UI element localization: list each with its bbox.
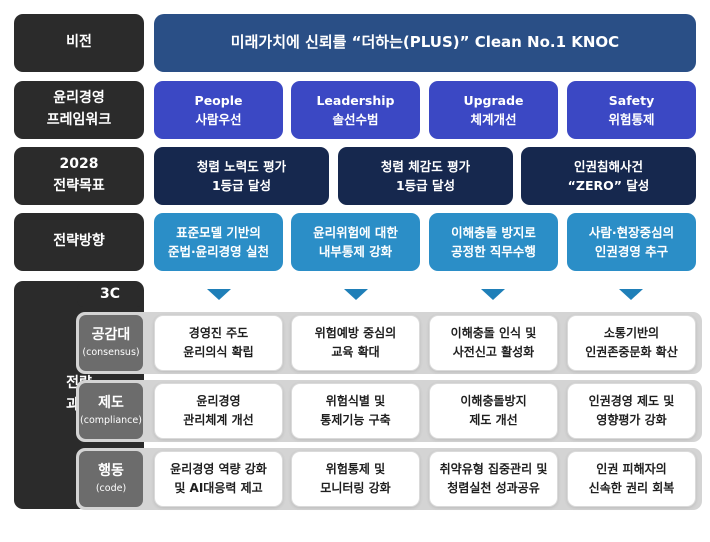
arrow-down-icon	[619, 289, 643, 300]
direction-line-1: 표준모델 기반의	[176, 224, 261, 240]
task-line-1: 인권 피해자의	[596, 462, 667, 477]
framework-label: 윤리경영 프레임워크	[14, 81, 144, 139]
framework-title: Safety	[608, 92, 655, 108]
direction-line-1: 윤리위험에 대한	[313, 224, 398, 240]
task-line-1: 위험식별 및	[325, 394, 386, 409]
task-cell: 위험식별 및 통제기능 구축	[291, 383, 420, 439]
task-line-2: 통제기능 구축	[320, 413, 391, 427]
task-line-1: 이해충돌 인식 및	[450, 326, 537, 341]
direction-line-2: 준법·윤리경영 실천	[167, 244, 270, 259]
category-code: 행동 (code)	[79, 451, 143, 507]
category-name: 제도	[98, 395, 124, 412]
direction-line-2: 공정한 직무수행	[451, 244, 536, 259]
3c-header-text: 3C	[99, 286, 120, 303]
direction-fair-duty: 이해충돌 방지로 공정한 직무수행	[429, 213, 558, 271]
framework-label-line-1: 윤리경영	[53, 90, 105, 107]
goals-label: 2028 전략목표	[14, 147, 144, 205]
framework-subtitle: 체계개선	[470, 112, 517, 127]
3c-header: 3C	[77, 283, 143, 307]
direction-human-rights: 사람·현장중심의 인권경영 추구	[567, 213, 696, 271]
goals-label-line-1: 2028	[59, 156, 99, 173]
framework-label-line-2: 프레임워크	[46, 112, 112, 128]
vision-label: 비전	[14, 14, 144, 72]
task-line-1: 이해충돌방지	[460, 394, 527, 409]
task-cell: 취약유형 집중관리 및 청렴실천 성과공유	[429, 451, 558, 507]
goal-integrity-perception: 청렴 체감도 평가 1등급 달성	[338, 147, 513, 205]
vision-statement-text: 미래가치에 신뢰를 “더하는(PLUS)” Clean No.1 KNOC	[230, 33, 620, 52]
framework-people: People 사람우선	[154, 81, 283, 139]
framework-title: People	[194, 92, 243, 108]
framework-title: Upgrade	[463, 92, 524, 108]
direction-line-1: 사람·현장중심의	[588, 224, 675, 240]
category-english: (consensus)	[82, 347, 140, 359]
task-line-1: 윤리경영 역량 강화	[170, 462, 267, 477]
arrow-down-icon	[207, 289, 231, 300]
goal-integrity-effort: 청렴 노력도 평가 1등급 달성	[154, 147, 329, 205]
task-line-2: 신속한 권리 회복	[588, 481, 675, 495]
task-cell: 위험통제 및 모니터링 강화	[291, 451, 420, 507]
task-cell: 윤리경영 역량 강화 및 AI대응력 제고	[154, 451, 283, 507]
direction-internal-control: 윤리위험에 대한 내부통제 강화	[291, 213, 420, 271]
direction-line-2: 내부통제 강화	[318, 244, 393, 259]
task-line-1: 위험통제 및	[325, 462, 386, 477]
vision-label-text: 비전	[66, 34, 92, 51]
task-line-1: 윤리경영	[196, 394, 241, 409]
task-line-2: 교육 확대	[331, 345, 380, 359]
task-line-1: 인권경영 제도 및	[588, 394, 675, 409]
vision-statement: 미래가치에 신뢰를 “더하는(PLUS)” Clean No.1 KNOC	[154, 14, 696, 72]
arrow-down-icon	[344, 289, 368, 300]
task-line-2: 영향평가 강화	[596, 413, 667, 427]
framework-upgrade: Upgrade 체계개선	[429, 81, 558, 139]
direction-compliance: 표준모델 기반의 준법·윤리경영 실천	[154, 213, 283, 271]
task-line-1: 소통기반의	[603, 326, 660, 341]
task-line-2: 모니터링 강화	[320, 481, 391, 495]
category-english: (code)	[95, 483, 127, 495]
task-line-2: 윤리의식 확립	[183, 345, 254, 359]
task-cell: 윤리경영 관리체계 개선	[154, 383, 283, 439]
category-consensus: 공감대 (consensus)	[79, 315, 143, 371]
direction-line-2: 인권경영 추구	[594, 244, 669, 259]
framework-subtitle: 솔선수범	[332, 112, 379, 127]
framework-safety: Safety 위험통제	[567, 81, 696, 139]
category-compliance: 제도 (compliance)	[79, 383, 143, 439]
task-line-2: 제도 개선	[469, 413, 518, 427]
framework-subtitle: 위험통제	[608, 112, 655, 127]
task-line-1: 취약유형 집중관리 및	[439, 462, 548, 477]
directions-label: 전략방향	[14, 213, 144, 271]
task-line-1: 경영진 주도	[188, 326, 249, 341]
goals-label-line-2: 전략목표	[53, 178, 105, 194]
goal-line-1: 인권침해사건	[573, 158, 643, 174]
task-line-2: 인권존중문화 확산	[585, 345, 678, 359]
arrow-down-icon	[481, 289, 505, 300]
task-line-2: 사전신고 활성화	[452, 345, 535, 359]
framework-leadership: Leadership 솔선수범	[291, 81, 420, 139]
goal-line-1: 청렴 체감도 평가	[380, 158, 471, 174]
directions-label-text: 전략방향	[53, 233, 105, 250]
goal-line-2: 1등급 달성	[395, 178, 456, 193]
task-cell: 이해충돌 인식 및 사전신고 활성화	[429, 315, 558, 371]
task-line-2: 청렴실천 성과공유	[447, 481, 540, 495]
goal-human-rights: 인권침해사건 “ZERO” 달성	[521, 147, 696, 205]
task-line-1: 위험예방 중심의	[314, 326, 397, 341]
task-cell: 인권경영 제도 및 영향평가 강화	[567, 383, 696, 439]
category-name: 공감대	[91, 327, 131, 344]
framework-title: Leadership	[316, 92, 395, 108]
task-cell: 경영진 주도 윤리의식 확립	[154, 315, 283, 371]
goal-line-2: 1등급 달성	[211, 178, 272, 193]
task-cell: 인권 피해자의 신속한 권리 회복	[567, 451, 696, 507]
goal-line-1: 청렴 노력도 평가	[196, 158, 287, 174]
task-line-2: 관리체계 개선	[183, 413, 254, 427]
framework-subtitle: 사람우선	[195, 112, 242, 127]
direction-line-1: 이해충돌 방지로	[451, 224, 536, 240]
goal-line-2: “ZERO” 달성	[567, 178, 650, 193]
category-name: 행동	[98, 463, 124, 480]
task-cell: 소통기반의 인권존중문화 확산	[567, 315, 696, 371]
task-cell: 위험예방 중심의 교육 확대	[291, 315, 420, 371]
task-cell: 이해충돌방지 제도 개선	[429, 383, 558, 439]
category-english: (compliance)	[80, 415, 142, 427]
task-line-2: 및 AI대응력 제고	[174, 481, 263, 495]
